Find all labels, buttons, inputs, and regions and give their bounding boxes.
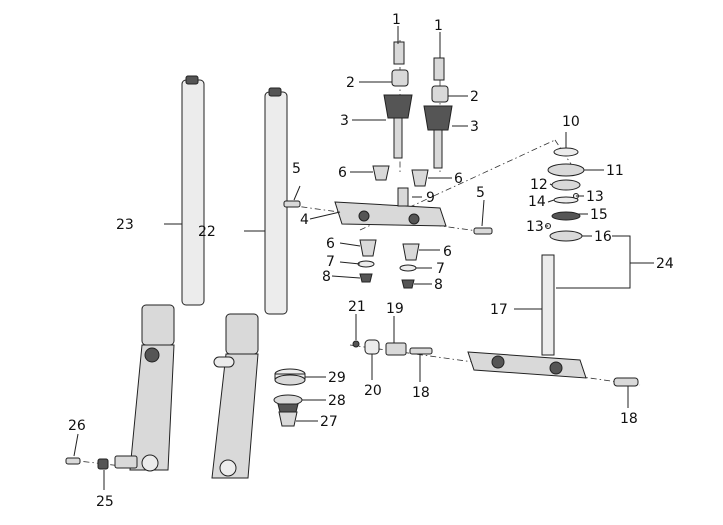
callout-4: 4 <box>300 212 309 228</box>
callout-1-right: 1 <box>434 18 443 34</box>
callout-6-lower-right: 6 <box>443 244 452 260</box>
fork-tube-right <box>211 87 288 479</box>
callout-8-left: 8 <box>322 269 331 285</box>
callout-12: 12 <box>530 177 548 193</box>
callout-6-upper-left: 6 <box>338 165 347 181</box>
callout-6-lower-left: 6 <box>326 236 335 252</box>
callout-24: 24 <box>656 256 674 272</box>
callout-8-right: 8 <box>434 277 443 293</box>
callout-10: 10 <box>562 114 580 130</box>
callout-5-left: 5 <box>292 161 301 177</box>
steering-stem-assembly <box>467 254 639 387</box>
callout-17: 17 <box>490 302 508 318</box>
bracket-24 <box>556 235 631 289</box>
callout-27: 27 <box>320 414 338 430</box>
callout-19: 19 <box>386 301 404 317</box>
callout-7-left: 7 <box>326 254 335 270</box>
callout-1-left: 1 <box>392 12 401 28</box>
callout-16: 16 <box>594 229 612 245</box>
callout-20: 20 <box>364 383 382 399</box>
callout-25: 25 <box>96 494 114 510</box>
callout-3-left: 3 <box>340 113 349 129</box>
clamp-stack-right <box>423 57 453 169</box>
callout-23: 23 <box>116 217 134 233</box>
callout-18-right: 18 <box>620 411 638 427</box>
callout-3-right: 3 <box>470 119 479 135</box>
callout-28: 28 <box>328 393 346 409</box>
upper-bushings <box>372 165 429 187</box>
lower-hardware <box>357 239 420 289</box>
steering-bearing-stack <box>545 147 585 242</box>
callout-13-upper: 13 <box>586 189 604 205</box>
callout-29: 29 <box>328 370 346 386</box>
clamp-stack-left <box>383 41 413 159</box>
callout-9: 9 <box>426 190 435 206</box>
callout-21: 21 <box>348 299 366 315</box>
callout-2-right: 2 <box>470 89 479 105</box>
callout-22: 22 <box>198 224 216 240</box>
callout-26: 26 <box>68 418 86 434</box>
fork-seal-parts <box>273 368 306 427</box>
upper-triple-clamp <box>283 187 493 235</box>
callout-7-right: 7 <box>436 261 445 277</box>
callout-5-right: 5 <box>476 185 485 201</box>
axle-bolt-parts <box>65 457 109 470</box>
callout-2-left: 2 <box>346 75 355 91</box>
callout-13-lower: 13 <box>526 219 544 235</box>
callout-labels: 1 1 2 2 3 3 4 5 5 6 6 6 6 7 7 8 8 9 10 1… <box>68 12 674 510</box>
fork-tube-left <box>114 75 205 472</box>
callout-18-mid: 18 <box>412 385 430 401</box>
callout-15: 15 <box>590 207 608 223</box>
callout-14: 14 <box>528 194 546 210</box>
callout-11: 11 <box>606 163 624 179</box>
hose-clamp <box>352 339 433 356</box>
callout-6-upper-right: 6 <box>454 171 463 187</box>
leader-lines <box>73 26 629 490</box>
